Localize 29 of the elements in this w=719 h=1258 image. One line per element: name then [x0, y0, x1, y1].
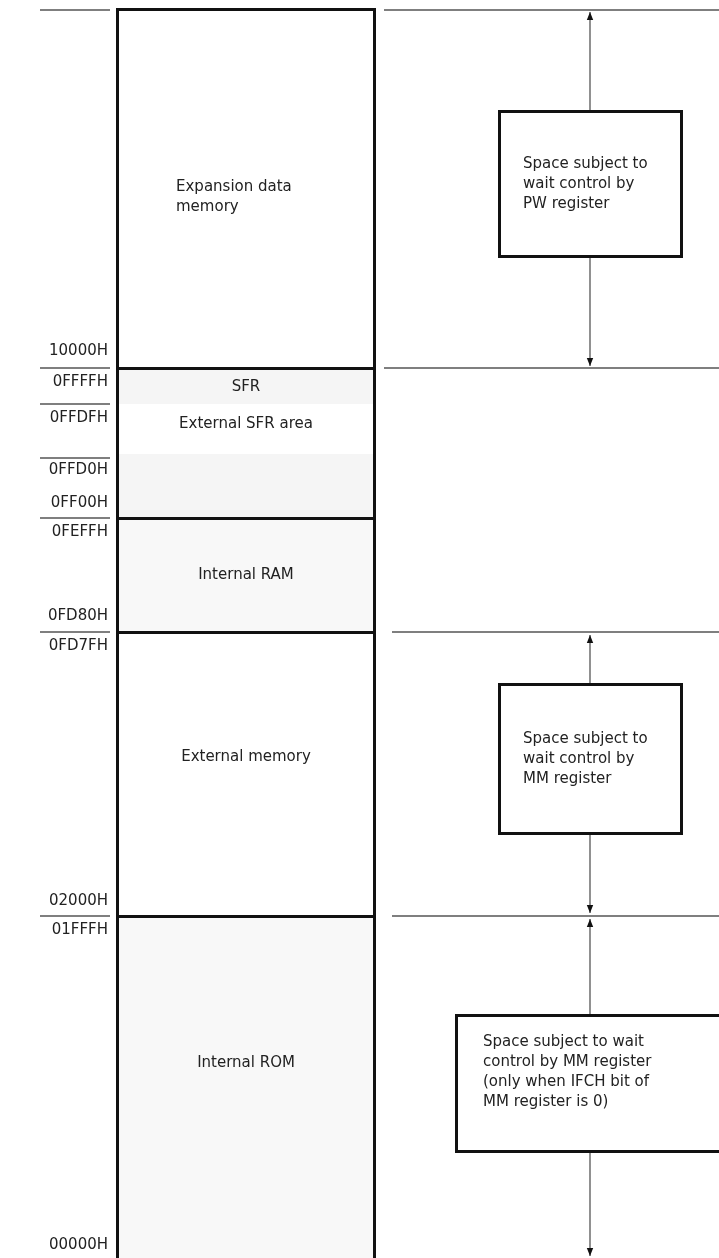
address-label: 0FFFFH	[51, 372, 108, 390]
memory-region	[116, 915, 376, 1258]
memory-region	[116, 8, 376, 370]
region-label: External SFR area	[178, 413, 314, 433]
region-label: SFR	[230, 376, 262, 396]
memory-region	[116, 631, 376, 918]
region-label: External memory	[180, 746, 312, 766]
region-label: Expansion data memory	[176, 176, 293, 216]
note-box	[498, 110, 683, 258]
note-text: Space subject to wait control by PW register	[523, 153, 649, 213]
address-label: 10000H	[48, 341, 108, 359]
note-text: Space subject to wait control by MM register (only when IFCH bit of MM register is 0)	[483, 1031, 653, 1111]
address-label: 0FD7FH	[47, 636, 108, 654]
note-box	[498, 683, 683, 835]
address-label: 00000H	[48, 1235, 108, 1253]
address-label: 0FEFFH	[50, 522, 108, 540]
memory-region	[119, 370, 373, 404]
memory-region	[116, 517, 376, 634]
address-label: 01FFFH	[50, 920, 108, 938]
address-label: 0FFD0H	[47, 460, 108, 478]
note-text: Space subject to wait control by MM register	[523, 728, 649, 788]
address-label: 0FFDFH	[48, 408, 108, 426]
memory-region	[119, 454, 373, 517]
note-box	[455, 1014, 719, 1153]
region-label: Internal RAM	[197, 564, 295, 584]
address-label: 0FD80H	[46, 606, 108, 624]
address-label: 0FF00H	[49, 493, 108, 511]
region-label: Internal ROM	[196, 1052, 296, 1072]
address-label: 02000H	[48, 891, 108, 909]
